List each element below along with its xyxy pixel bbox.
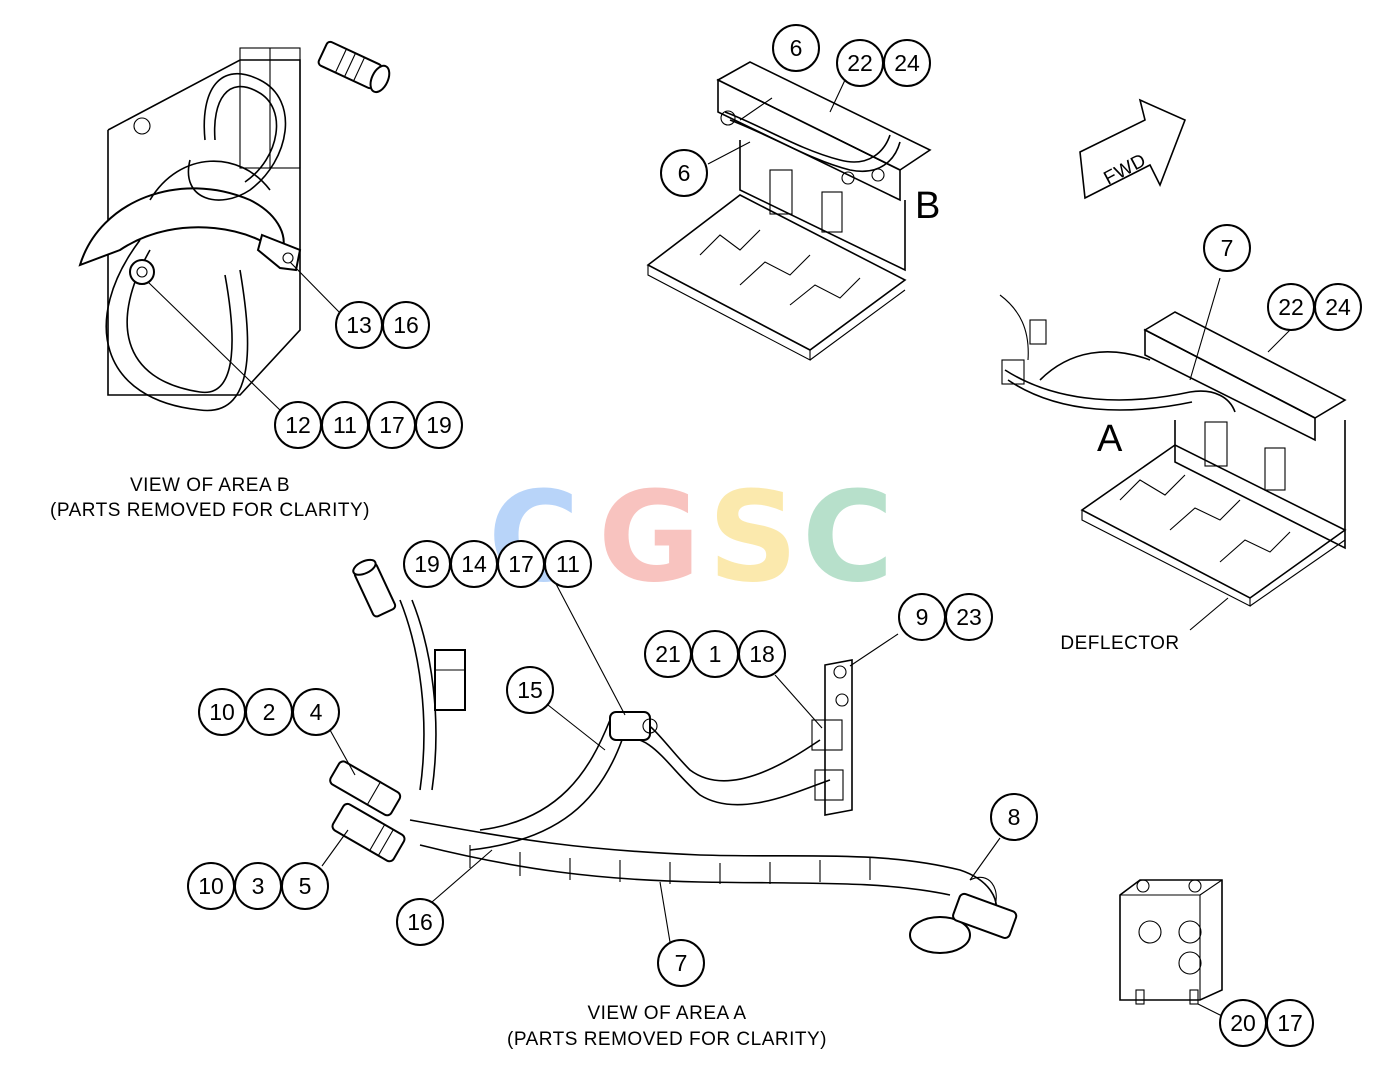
- svg-text:17: 17: [379, 412, 405, 438]
- callout-va14: 14: [450, 540, 498, 588]
- area-b-detail-drawing: [78, 40, 391, 413]
- callout-va15: 15: [506, 666, 554, 714]
- callout-va9: 9: [898, 593, 946, 641]
- callout-b24: 24: [883, 39, 931, 87]
- svg-text:18: 18: [749, 641, 775, 667]
- callout-b6-left: 6: [660, 149, 708, 197]
- svg-text:24: 24: [894, 50, 920, 76]
- svg-text:6: 6: [678, 160, 691, 186]
- callout-vb13: 13: [335, 301, 383, 349]
- callout-va2: 2: [245, 688, 293, 736]
- callout-va17: 17: [497, 540, 545, 588]
- callout-va21: 21: [644, 630, 692, 678]
- area-b-caption-line2: (PARTS REMOVED FOR CLARITY): [50, 500, 370, 521]
- area-a-overview-drawing: [999, 277, 1347, 631]
- callout-a24: 24: [1314, 283, 1362, 331]
- fwd-label: FWD: [1100, 150, 1149, 190]
- area-a-caption-line1: VIEW OF AREA A: [587, 1003, 746, 1024]
- callout-va4: 4: [292, 688, 340, 736]
- callout-va8: 8: [990, 793, 1038, 841]
- callout-vb16: 16: [382, 301, 430, 349]
- svg-text:8: 8: [1008, 804, 1021, 830]
- callout-va10a: 10: [198, 688, 246, 736]
- callout-va16: 16: [396, 898, 444, 946]
- svg-text:2: 2: [263, 699, 276, 725]
- deflector-label: DEFLECTOR: [1060, 633, 1179, 654]
- callout-vb12: 12: [274, 401, 322, 449]
- callout-va11: 11: [544, 540, 592, 588]
- svg-text:19: 19: [426, 412, 452, 438]
- callout-b6-top: 6: [772, 24, 820, 72]
- mounting-plate-drawing: [1119, 879, 1223, 1017]
- area-a-caption-line2: (PARTS REMOVED FOR CLARITY): [507, 1029, 827, 1050]
- svg-text:23: 23: [956, 604, 982, 630]
- callout-va1: 1: [691, 630, 739, 678]
- svg-text:10: 10: [209, 699, 235, 725]
- svg-text:5: 5: [299, 873, 312, 899]
- svg-text:9: 9: [916, 604, 929, 630]
- callout-d17: 17: [1266, 999, 1314, 1047]
- svg-text:17: 17: [508, 551, 534, 577]
- callout-va23: 23: [945, 593, 993, 641]
- area-b-overview-drawing: [646, 61, 932, 361]
- svg-text:7: 7: [675, 950, 688, 976]
- callout-va18: 18: [738, 630, 786, 678]
- svg-text:16: 16: [393, 312, 419, 338]
- area-b-marker: B: [915, 185, 940, 227]
- watermark-letter-1: C: [488, 465, 580, 610]
- svg-text:6: 6: [790, 35, 803, 61]
- svg-text:11: 11: [556, 551, 580, 577]
- svg-text:24: 24: [1325, 294, 1351, 320]
- watermark-letter-3: S: [708, 465, 798, 610]
- svg-text:22: 22: [1278, 294, 1304, 320]
- svg-text:22: 22: [847, 50, 873, 76]
- callout-va7: 7: [657, 939, 705, 987]
- svg-text:4: 4: [310, 699, 323, 725]
- area-a-detail-drawing: [321, 558, 1018, 954]
- callout-va19: 19: [403, 540, 451, 588]
- callout-vb19: 19: [415, 401, 463, 449]
- svg-text:12: 12: [285, 412, 311, 438]
- callout-bubbles: 6 22 24 6 7 22 24 13 16 12 11 17 19 19 1…: [187, 24, 1362, 1047]
- svg-text:10: 10: [198, 873, 224, 899]
- callout-va3: 3: [234, 862, 282, 910]
- callout-va5: 5: [281, 862, 329, 910]
- svg-text:21: 21: [655, 641, 681, 667]
- watermark-letter-2: G: [598, 465, 701, 610]
- watermark-letter-4: C: [802, 465, 894, 610]
- callout-va10b: 10: [187, 862, 235, 910]
- svg-text:19: 19: [414, 551, 440, 577]
- svg-text:11: 11: [333, 412, 357, 438]
- svg-text:14: 14: [461, 551, 487, 577]
- callout-vb11: 11: [321, 401, 369, 449]
- callout-d20: 20: [1219, 999, 1267, 1047]
- callout-b22: 22: [836, 39, 884, 87]
- callout-vb17: 17: [368, 401, 416, 449]
- svg-text:15: 15: [517, 677, 543, 703]
- svg-text:13: 13: [346, 312, 372, 338]
- svg-text:20: 20: [1230, 1010, 1256, 1036]
- callout-a22: 22: [1267, 283, 1315, 331]
- svg-text:7: 7: [1221, 235, 1234, 261]
- svg-text:16: 16: [407, 909, 433, 935]
- area-a-marker: A: [1097, 418, 1123, 460]
- svg-text:17: 17: [1277, 1010, 1303, 1036]
- svg-text:1: 1: [709, 641, 722, 667]
- forward-arrow-icon: FWD: [1079, 98, 1187, 200]
- watermark-logo: C G S C: [488, 465, 894, 610]
- callout-a7: 7: [1203, 224, 1251, 272]
- area-b-caption-line1: VIEW OF AREA B: [130, 475, 290, 496]
- svg-text:3: 3: [252, 873, 265, 899]
